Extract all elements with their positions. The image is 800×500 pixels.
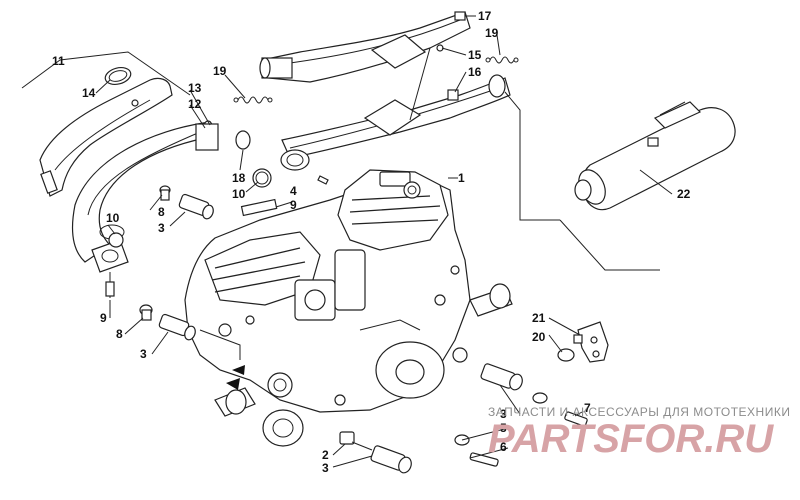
callout-19: 19 bbox=[213, 64, 227, 78]
rear-exhaust-pipes bbox=[259, 11, 560, 221]
muffler bbox=[559, 101, 736, 271]
heat-shield bbox=[21, 51, 191, 197]
spring-19-left bbox=[233, 96, 273, 104]
muffler-bracket bbox=[557, 321, 609, 363]
callout-11: 11 bbox=[52, 54, 65, 68]
callout-20: 20 bbox=[532, 330, 546, 344]
callout-22: 22 bbox=[677, 187, 691, 201]
callout-3: 3 bbox=[140, 347, 147, 361]
callout-17: 17 bbox=[478, 9, 492, 23]
callout-7: 7 bbox=[584, 401, 591, 415]
callout-9: 9 bbox=[290, 198, 297, 212]
callout-12: 12 bbox=[188, 97, 202, 111]
leader-lines bbox=[95, 15, 673, 468]
callout-6: 6 bbox=[500, 440, 507, 454]
watermark-logo: PARTSFOR.RU bbox=[488, 417, 774, 461]
callout-2: 2 bbox=[322, 448, 329, 462]
callout-10: 10 bbox=[232, 187, 246, 201]
callout-19: 19 bbox=[485, 26, 499, 40]
engine-mount-top bbox=[159, 185, 214, 220]
callout-13: 13 bbox=[188, 81, 202, 95]
clamp-14 bbox=[104, 66, 132, 86]
spring-19-right bbox=[485, 56, 519, 64]
callout-8: 8 bbox=[116, 327, 123, 341]
watermark: ЗАПЧАСТИ И АКСЕССУАРЫ ДЛЯ МОТОТЕХНИКИ PA… bbox=[488, 405, 790, 461]
callout-14: 14 bbox=[82, 86, 96, 100]
engine-mount-left bbox=[139, 304, 196, 341]
callout-18: 18 bbox=[232, 171, 246, 185]
callout-3: 3 bbox=[158, 221, 165, 235]
callout-4: 4 bbox=[290, 184, 297, 198]
callout-16: 16 bbox=[468, 65, 482, 79]
callout-5: 5 bbox=[500, 421, 507, 435]
callout-15: 15 bbox=[468, 48, 482, 62]
gasket-18 bbox=[235, 130, 251, 150]
callout-10: 10 bbox=[106, 211, 120, 225]
engine-assembly bbox=[184, 169, 513, 447]
callout-8: 8 bbox=[158, 205, 165, 219]
watermark-caption: ЗАПЧАСТИ И АКСЕССУАРЫ ДЛЯ МОТОТЕХНИКИ bbox=[488, 405, 790, 419]
engine-mount-right bbox=[480, 363, 588, 427]
front-exhaust-pipe bbox=[71, 120, 251, 298]
callout-3: 3 bbox=[500, 407, 507, 421]
gasket-10-left bbox=[108, 232, 124, 248]
callout-9: 9 bbox=[100, 311, 107, 325]
callout-21: 21 bbox=[532, 311, 546, 325]
gasket-4 bbox=[240, 198, 278, 217]
engine-mount-bottom bbox=[339, 431, 499, 474]
part-callouts: 1 2 3 3 3 3 4 5 6 7 8 8 9 9 10 10 11 12 … bbox=[52, 9, 691, 475]
grommet-20 bbox=[557, 348, 575, 362]
callout-1: 1 bbox=[458, 171, 465, 185]
callout-3: 3 bbox=[322, 461, 329, 475]
